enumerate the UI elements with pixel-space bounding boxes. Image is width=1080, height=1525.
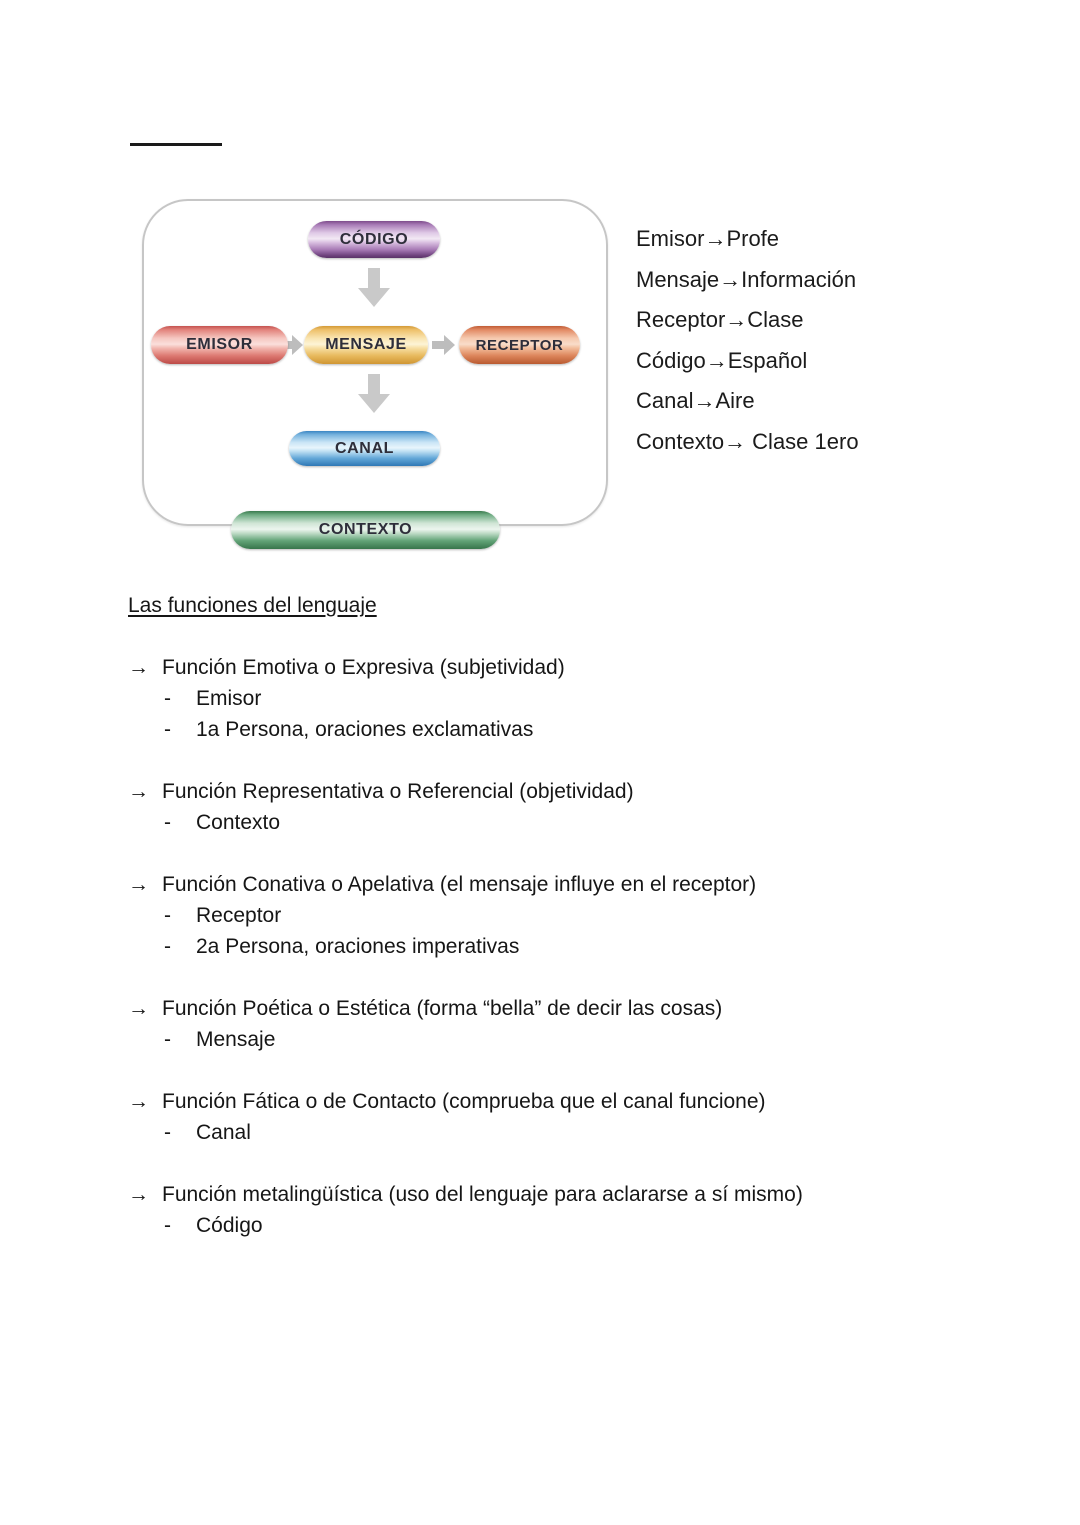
section-heading: Las funciones del lenguaje xyxy=(128,594,377,617)
legend-line-receptor: Receptor→Clase xyxy=(636,307,804,333)
sub-item: - Mensaje xyxy=(164,1024,1058,1055)
node-emisor-label: EMISOR xyxy=(186,336,253,353)
sub-item: - Contexto xyxy=(164,807,1058,838)
node-codigo: CÓDIGO xyxy=(308,221,440,258)
sub-item-text: Contexto xyxy=(196,811,281,834)
function-title: → Función Poética o Estética (forma “bel… xyxy=(128,993,1058,1024)
dash-marker: - xyxy=(164,687,171,710)
function-item-conativa: → Función Conativa o Apelativa (el mensa… xyxy=(128,869,1058,962)
function-item-representativa: → Función Representativa o Referencial (… xyxy=(128,776,1058,838)
top-rule xyxy=(130,143,222,146)
node-contexto-label: CONTEXTO xyxy=(318,521,413,538)
function-title: → Función metalingüística (uso del lengu… xyxy=(128,1179,1058,1210)
function-item-poetica: → Función Poética o Estética (forma “bel… xyxy=(128,993,1058,1055)
dash-marker: - xyxy=(164,1028,171,1051)
dash-marker: - xyxy=(164,935,171,958)
down-arrow-icon xyxy=(357,374,391,414)
sub-item: - Canal xyxy=(164,1117,1058,1148)
arrow-marker: → xyxy=(128,656,149,679)
dash-marker: - xyxy=(164,1121,171,1144)
arrow-marker: → xyxy=(128,997,149,1020)
sub-item: - 2a Persona, oraciones imperativas xyxy=(164,931,1058,962)
arrow-marker: → xyxy=(128,780,149,803)
function-title-text: Función Poética o Estética (forma “bella… xyxy=(162,997,723,1020)
dash-marker: - xyxy=(164,811,171,834)
node-emisor: EMISOR xyxy=(151,326,288,364)
function-title-text: Función Emotiva o Expresiva (subjetivida… xyxy=(162,656,565,679)
function-title: → Función Conativa o Apelativa (el mensa… xyxy=(128,869,1058,900)
arrow-marker: → xyxy=(128,1183,149,1206)
sub-item-text: Código xyxy=(196,1214,263,1237)
sub-item-text: Receptor xyxy=(196,904,282,927)
sub-item-text: 2a Persona, oraciones imperativas xyxy=(196,935,520,958)
legend: Emisor→Profe Mensaje→Información Recepto… xyxy=(636,219,859,463)
node-mensaje-label: MENSAJE xyxy=(325,336,407,353)
node-codigo-label: CÓDIGO xyxy=(339,230,409,248)
sub-item-text: Mensaje xyxy=(196,1028,276,1051)
sub-item: - 1a Persona, oraciones exclamativas xyxy=(164,714,1058,745)
function-title-text: Función Fática o de Contacto (comprueba … xyxy=(162,1090,766,1113)
legend-line-contexto: Contexto→ Clase 1ero xyxy=(636,428,859,454)
right-arrow-icon xyxy=(432,334,456,356)
legend-line-mensaje: Mensaje→Información xyxy=(636,266,857,292)
node-contexto: CONTEXTO xyxy=(231,511,500,549)
dash-marker: - xyxy=(164,1214,171,1237)
right-arrow-icon xyxy=(280,334,304,356)
dash-marker: - xyxy=(164,718,171,741)
dash-marker: - xyxy=(164,904,171,927)
node-receptor-label: RECEPTOR xyxy=(475,336,564,354)
communication-diagram: CÓDIGO EMISOR MENSAJE RECEPTOR CANAL CON… xyxy=(142,199,608,549)
functions-section: Las funciones del lenguaje → Función Emo… xyxy=(128,590,1058,1272)
sub-item: - Receptor xyxy=(164,900,1058,931)
node-canal-label: CANAL xyxy=(335,439,394,457)
node-canal: CANAL xyxy=(289,431,440,466)
node-receptor: RECEPTOR xyxy=(459,326,580,364)
sub-item: - Emisor xyxy=(164,683,1058,714)
arrow-marker: → xyxy=(128,873,149,896)
function-item-metalinguistica: → Función metalingüística (uso del lengu… xyxy=(128,1179,1058,1241)
sub-item-text: Emisor xyxy=(196,687,262,710)
sub-item: - Código xyxy=(164,1210,1058,1241)
arrow-marker: → xyxy=(128,1090,149,1113)
function-title: → Función Emotiva o Expresiva (subjetivi… xyxy=(128,652,1058,683)
legend-line-codigo: Código→Español xyxy=(636,347,808,373)
sub-item-text: 1a Persona, oraciones exclamativas xyxy=(196,718,534,741)
function-title-text: Función Representativa o Referencial (ob… xyxy=(162,780,634,803)
function-item-emotiva: → Función Emotiva o Expresiva (subjetivi… xyxy=(128,652,1058,745)
down-arrow-icon xyxy=(357,268,391,308)
node-mensaje: MENSAJE xyxy=(304,326,428,364)
function-title: → Función Fática o de Contacto (comprueb… xyxy=(128,1086,1058,1117)
legend-line-canal: Canal→Aire xyxy=(636,388,755,414)
sub-item-text: Canal xyxy=(196,1121,251,1144)
function-item-fatica: → Función Fática o de Contacto (comprueb… xyxy=(128,1086,1058,1148)
function-title-text: Función metalingüística (uso del lenguaj… xyxy=(162,1183,803,1206)
function-title-text: Función Conativa o Apelativa (el mensaje… xyxy=(162,873,757,896)
legend-line-emisor: Emisor→Profe xyxy=(636,226,780,251)
function-title: → Función Representativa o Referencial (… xyxy=(128,776,1058,807)
